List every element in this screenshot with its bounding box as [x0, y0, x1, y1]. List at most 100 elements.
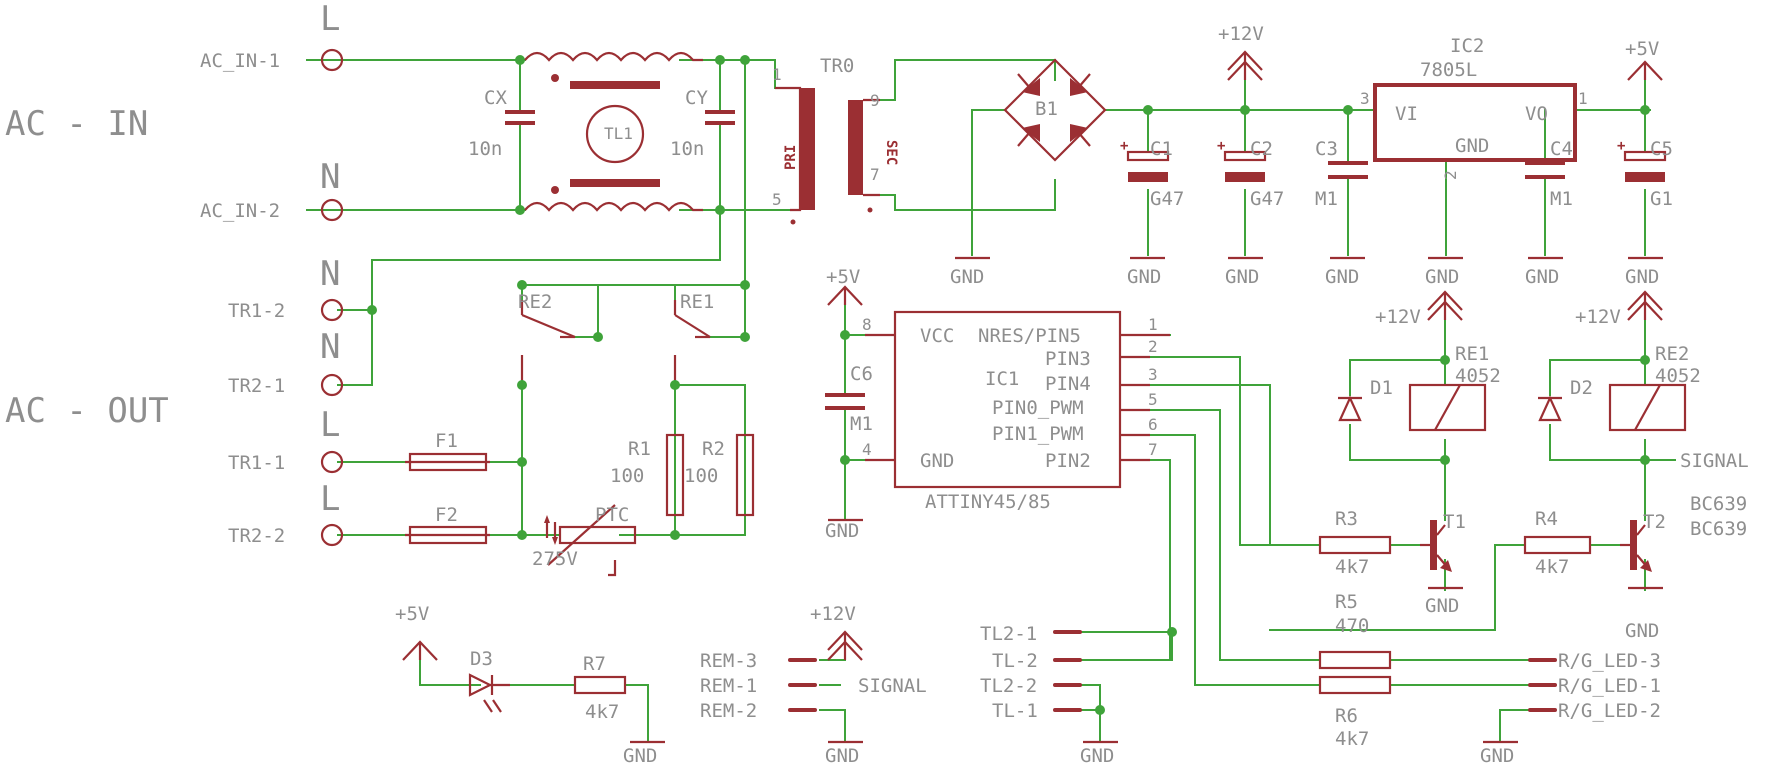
cap-c6 [825, 393, 865, 410]
c1-value: G47 [1150, 188, 1184, 210]
mcu-ic1 [865, 310, 1170, 489]
ic1-label: IC1 [985, 368, 1019, 390]
ic1-pin2: PIN2 [1045, 450, 1091, 472]
plus12-top: +12V [1218, 23, 1264, 45]
re1-relay-label: RE1 [1455, 343, 1489, 365]
cap-c3 [1328, 161, 1368, 179]
gnd-tl: GND [1080, 745, 1114, 767]
label-tr1-2: TR1-2 [228, 300, 285, 322]
cx-value: 10n [468, 138, 502, 160]
resistor-r5 [1318, 650, 1392, 670]
r7-value: 4k7 [585, 701, 619, 723]
re2-relay-label: RE2 [1655, 343, 1689, 365]
ic2-pin3: 3 [1360, 89, 1370, 108]
gnd-c4: GND [1525, 266, 1559, 288]
polarity-l1: L [320, 0, 340, 39]
pri-label: PRI [783, 145, 799, 170]
f2-label: F2 [435, 504, 458, 526]
relay-contact-re1 [673, 300, 711, 339]
junction-dots [367, 55, 1650, 715]
relay-contact-re2 [520, 300, 576, 339]
ic1-pinno7: 7 [1148, 440, 1158, 459]
ptc-value: 275V [532, 548, 578, 570]
gnd-r7: GND [623, 745, 657, 767]
r5-label: R5 [1335, 591, 1358, 613]
ic1-vcc: VCC [920, 325, 954, 347]
relay-coil-re2 [1608, 383, 1687, 432]
led-d3 [468, 673, 510, 713]
fuse-f1 [405, 452, 490, 472]
label-tr2-1: TR2-1 [228, 375, 285, 397]
ic1-gnd: GND [920, 450, 954, 472]
gnd-t2: GND [1625, 620, 1659, 642]
gnd-c3: GND [1325, 266, 1359, 288]
gnd-rem: GND [825, 745, 859, 767]
ground-symbols [630, 256, 1663, 744]
rg-led-2: R/G_LED-2 [1558, 700, 1661, 722]
plus5-ic1: +5V [826, 266, 860, 288]
t2-type-a: BC639 [1690, 493, 1747, 515]
rem1-label: REM-1 [700, 675, 757, 697]
ic1-type: ATTINY45/85 [925, 491, 1051, 513]
fuse-f2 [405, 525, 490, 545]
tr0-pin1: 1 [772, 65, 782, 84]
resistor-r3 [1318, 535, 1392, 555]
cx-label: CX [484, 87, 507, 109]
ic1-pin4n: 4 [862, 440, 872, 459]
r6-label: R6 [1335, 705, 1358, 727]
ic1-nres: NRES/PIN5 [978, 325, 1081, 347]
section-ac-in: AC - IN [5, 104, 148, 144]
svg-text:+: + [1120, 138, 1128, 154]
choke-tl1 [524, 51, 703, 212]
ic2-pin1: 1 [1578, 89, 1588, 108]
cy-value: 10n [670, 138, 704, 160]
re1-contact-label: RE1 [680, 291, 714, 313]
transistor-t1 [1420, 520, 1452, 572]
tl1-label: TL1 [604, 124, 633, 143]
plus5-top: +5V [1625, 38, 1659, 60]
plus5-d3: +5V [395, 603, 429, 625]
ic1-pin4: PIN4 [1045, 373, 1091, 395]
r4-value: 4k7 [1535, 556, 1569, 578]
regulator-ic2 [1373, 83, 1577, 162]
ic1-pinno1: 1 [1148, 315, 1158, 334]
d2-label: D2 [1570, 377, 1593, 399]
diode-d2 [1538, 395, 1562, 422]
resistor-r4 [1523, 535, 1592, 555]
r1-label: R1 [628, 438, 651, 460]
cap-cx [505, 110, 535, 125]
polarity-l2: L [320, 405, 340, 445]
tl-1-label: TL-1 [992, 700, 1038, 722]
gnd-c5: GND [1625, 266, 1659, 288]
ic2-label: IC2 [1450, 35, 1484, 57]
bridge-rectifier-b1 [1003, 58, 1107, 162]
sec-label: SEC [883, 140, 899, 165]
polarity-n3: N [320, 327, 340, 367]
wires [306, 59, 1676, 743]
r7-label: R7 [583, 653, 606, 675]
label-ac-in-1: AC_IN-1 [200, 50, 280, 72]
cap-cy [705, 110, 735, 125]
ic1-pinno5: 5 [1148, 390, 1158, 409]
svg-text:+: + [1617, 138, 1625, 154]
transistor-t2 [1620, 520, 1652, 572]
r2-label: R2 [702, 438, 725, 460]
ic1-pin8: 8 [862, 315, 872, 334]
gnd-b1: GND [950, 266, 984, 288]
gnd-rg: GND [1480, 745, 1514, 767]
gnd-ic2: GND [1425, 266, 1459, 288]
r2-value: 100 [684, 465, 718, 487]
rg-led-1: R/G_LED-1 [1558, 675, 1661, 697]
re1-relay-value: 4052 [1455, 365, 1501, 387]
tr0-pin5: 5 [772, 190, 782, 209]
cap-c2: + [1217, 138, 1267, 182]
f1-label: F1 [435, 430, 458, 452]
ic2-gnd: GND [1455, 135, 1489, 157]
plus12-re2: +12V [1575, 306, 1621, 328]
r4-label: R4 [1535, 508, 1558, 530]
gnd-t1: GND [1425, 595, 1459, 617]
signal-label: SIGNAL [1680, 450, 1749, 472]
diode-d1 [1338, 395, 1362, 422]
plus12-re1: +12V [1375, 306, 1421, 328]
svg-text:+: + [1217, 138, 1225, 154]
